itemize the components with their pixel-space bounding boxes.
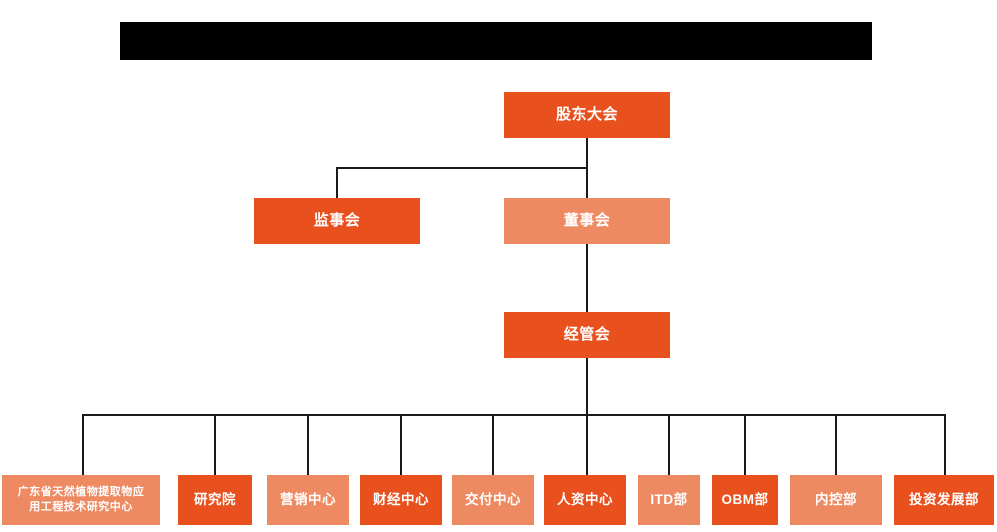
org-node-itd-dept[interactable]: ITD部 (638, 475, 700, 525)
org-node-internal-control[interactable]: 内控部 (790, 475, 882, 525)
org-node-label-research-institute: 研究院 (194, 491, 236, 507)
org-node-label-management-committee: 经管会 (563, 325, 611, 343)
drop-marketing-center (307, 414, 309, 475)
org-node-research-institute[interactable]: 研究院 (178, 475, 252, 525)
org-node-label-itd-dept: ITD部 (650, 491, 688, 507)
org-node-label-hr-center: 人资中心 (557, 491, 613, 507)
org-node-label-investment-dev: 投资发展部 (909, 491, 979, 507)
connector-shareholders-down (586, 138, 588, 168)
org-node-gd-research-center[interactable]: 广东省天然植物提取物应 用工程技术研究中心 (2, 475, 160, 525)
connector-level1-bus (336, 167, 587, 169)
org-node-label-shareholders: 股东大会 (555, 105, 618, 123)
drop-finance-center (400, 414, 402, 475)
org-node-obm-dept[interactable]: OBM部 (712, 475, 778, 525)
org-node-supervisors[interactable]: 监事会 (254, 198, 420, 244)
org-node-label-obm-dept: OBM部 (721, 491, 769, 507)
org-node-label-delivery-center: 交付中心 (465, 491, 521, 507)
org-node-marketing-center[interactable]: 营销中心 (267, 475, 349, 525)
org-node-finance-center[interactable]: 财经中心 (360, 475, 442, 525)
org-node-label-marketing-center: 营销中心 (280, 491, 336, 507)
org-node-shareholders[interactable]: 股东大会 (504, 92, 670, 138)
connector-directors-to-mgmt (586, 244, 588, 312)
org-node-label-finance-center: 财经中心 (373, 491, 429, 507)
org-node-investment-dev[interactable]: 投资发展部 (894, 475, 994, 525)
drop-delivery-center (492, 414, 494, 475)
org-node-hr-center[interactable]: 人资中心 (544, 475, 626, 525)
org-node-label-internal-control: 内控部 (815, 491, 857, 507)
drop-gd-research-center (82, 414, 84, 475)
drop-investment-dev (944, 414, 946, 475)
drop-internal-control (835, 414, 837, 475)
drop-research-institute (214, 414, 216, 475)
connector-directors-drop (586, 167, 588, 198)
drop-itd-dept (668, 414, 670, 475)
org-node-management-committee[interactable]: 经管会 (504, 312, 670, 358)
connector-level4-bus (82, 414, 945, 416)
org-node-label-supervisors: 监事会 (313, 211, 361, 229)
org-node-delivery-center[interactable]: 交付中心 (452, 475, 534, 525)
drop-obm-dept (744, 414, 746, 475)
connector-supervisors-drop (336, 167, 338, 198)
connector-mgmt-down (586, 358, 588, 414)
redacted-title-banner (120, 22, 872, 60)
org-node-directors[interactable]: 董事会 (504, 198, 670, 244)
org-node-label-directors: 董事会 (563, 211, 611, 229)
drop-hr-center (586, 414, 588, 475)
org-node-label-gd-research-center: 广东省天然植物提取物应 用工程技术研究中心 (17, 486, 145, 513)
